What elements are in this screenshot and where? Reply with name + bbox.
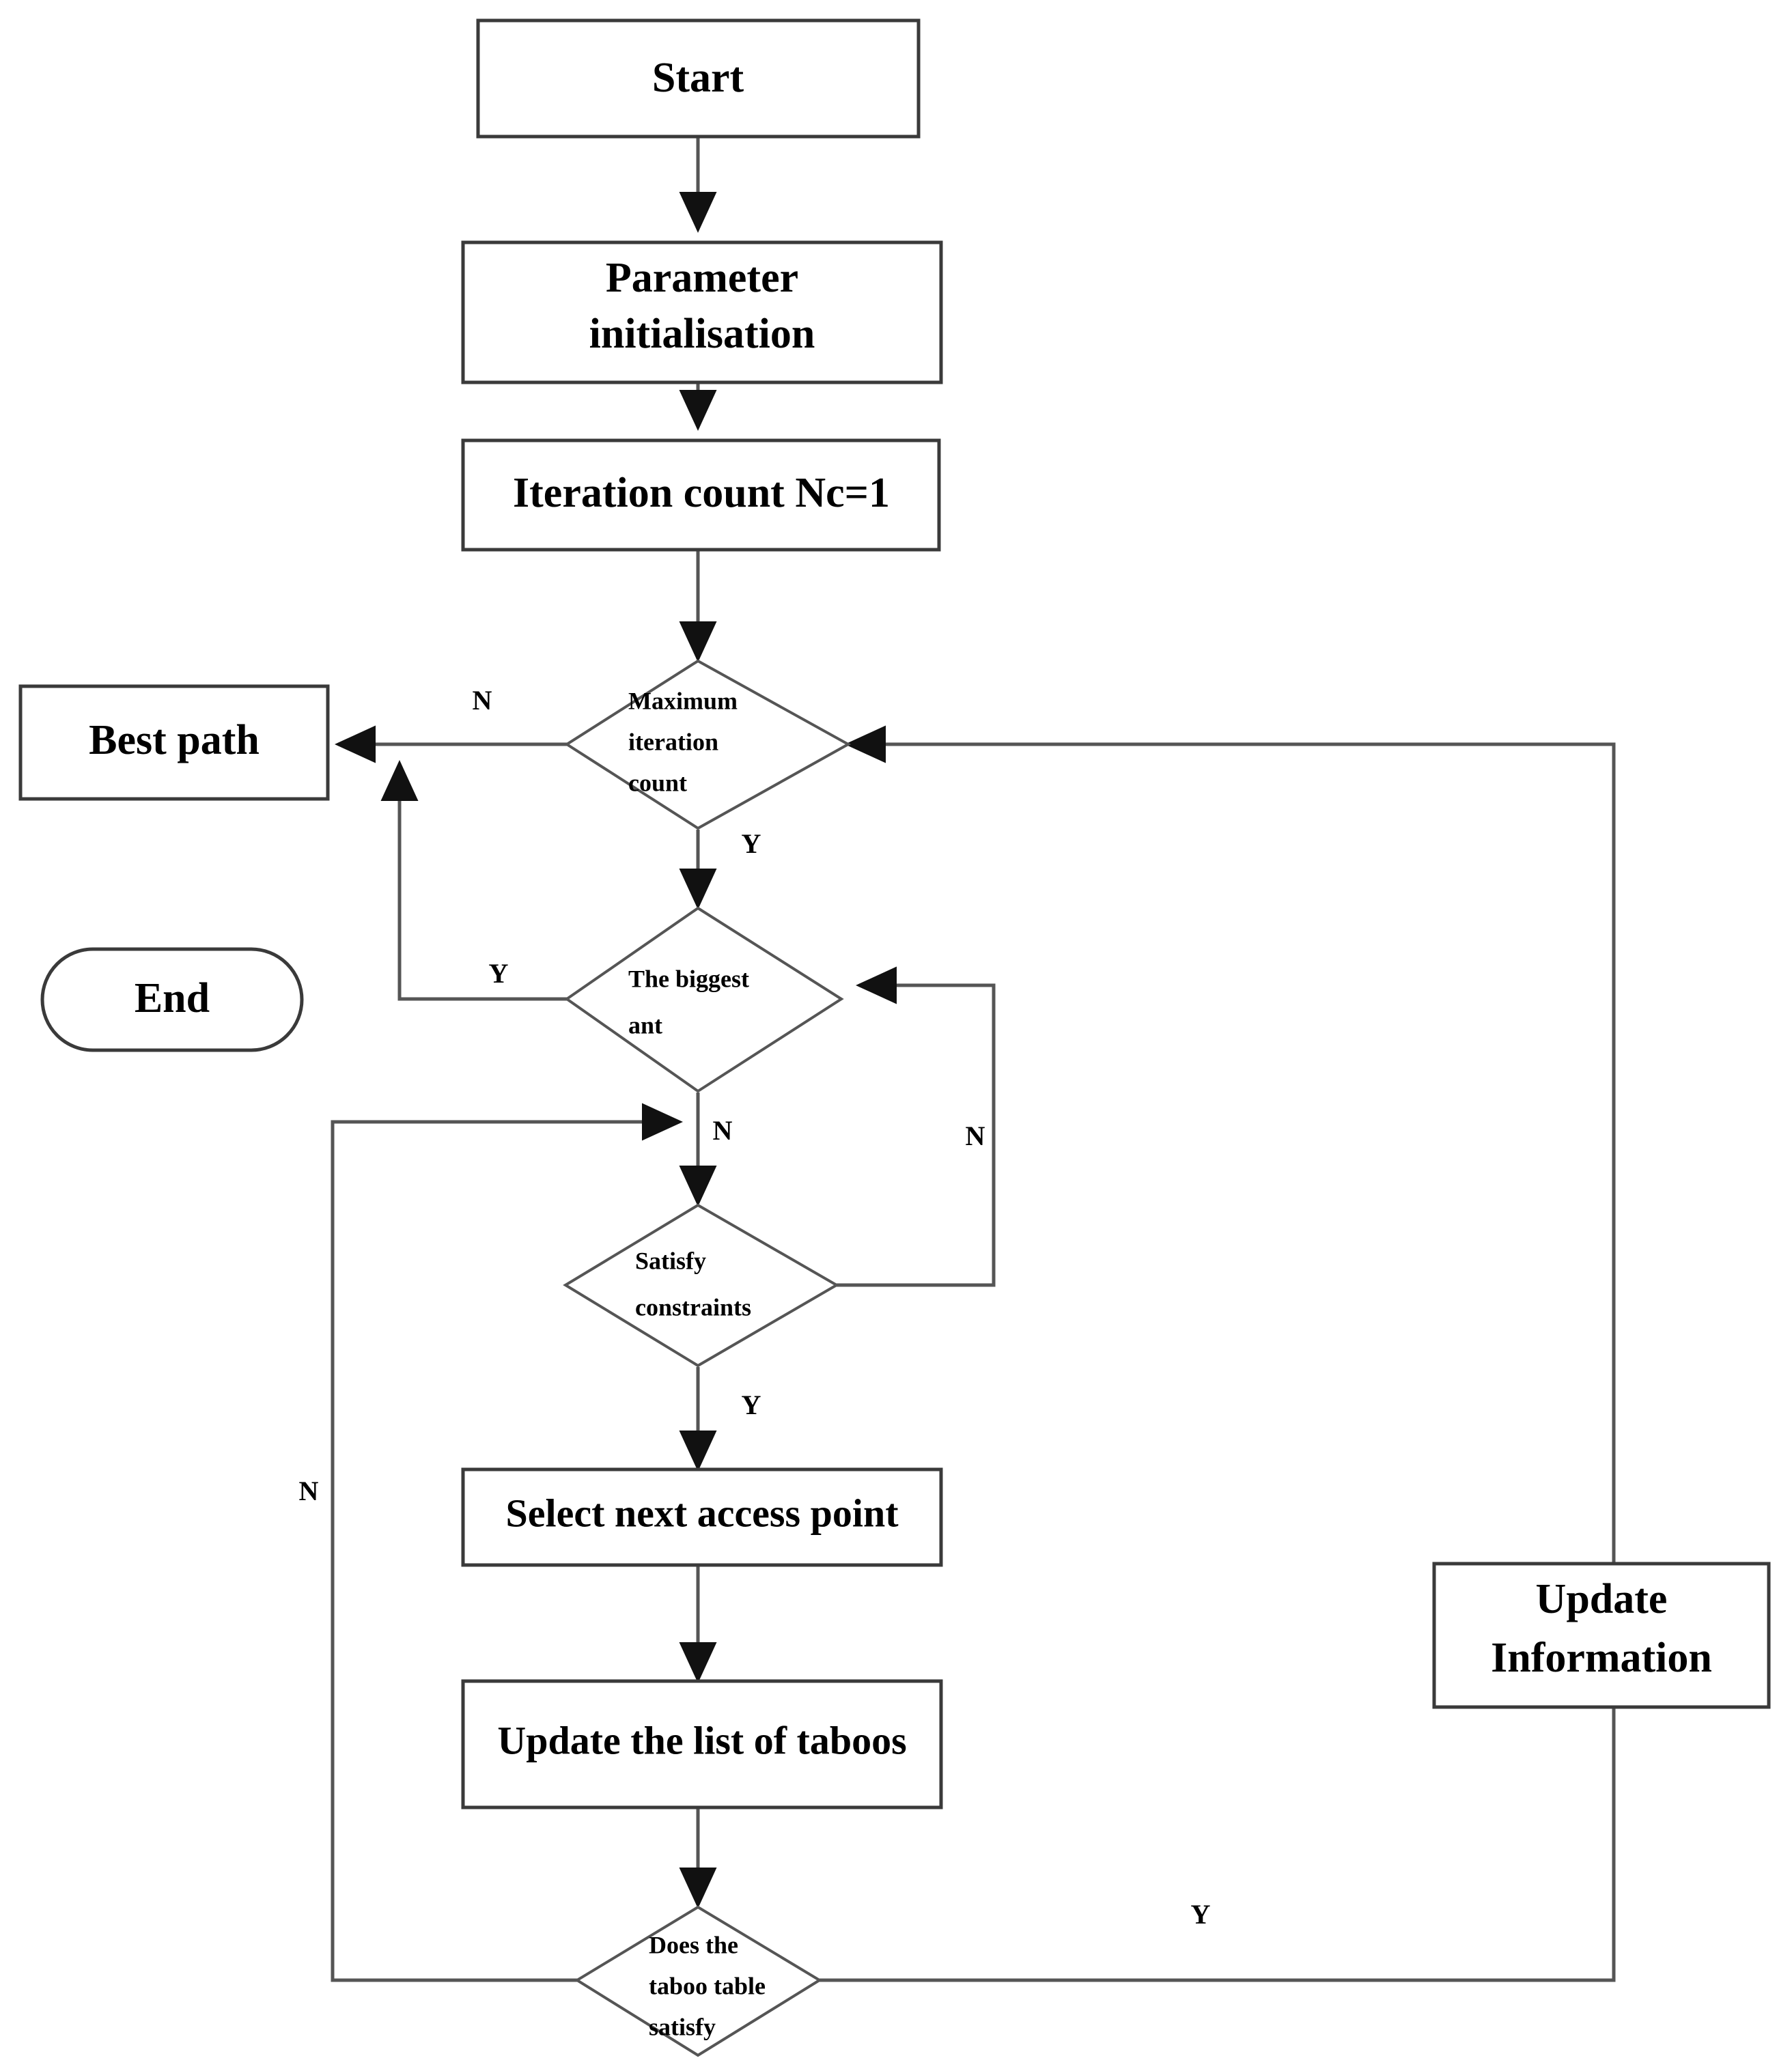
update-information-label-line2: Information — [1491, 1635, 1712, 1681]
node-satisfy-constraints[interactable]: Satisfy constraints — [563, 1203, 839, 1368]
edge-taboosatisfy-yes-to-updateinfo — [820, 1707, 1616, 1982]
edge-biggestant-yes-to-bestpath — [380, 760, 567, 1001]
branch-label-maxiter-yes: Y — [742, 828, 761, 859]
start-box[interactable] — [476, 18, 921, 139]
maximum-iteration-count-diamond[interactable] — [564, 659, 852, 830]
node-start[interactable]: Start — [476, 18, 921, 139]
select-next-access-point-box[interactable] — [461, 1467, 943, 1567]
branch-label-taboo-no: N — [299, 1476, 319, 1506]
branch-label-biggestant-no: N — [713, 1115, 733, 1146]
satisfy-constraints-label-line1: Satisfy — [635, 1247, 706, 1274]
node-maximum-iteration-count[interactable]: Maximum iteration count — [564, 659, 852, 830]
node-best-path[interactable]: Best path — [18, 684, 330, 801]
parameter-initialisation-label-line2: initialisation — [589, 311, 815, 357]
maximum-iteration-count-label-line1: Maximum — [628, 687, 738, 714]
parameter-initialisation-box[interactable] — [461, 240, 943, 384]
branch-label-satisfy-no: N — [966, 1121, 985, 1151]
branch-label-biggestant-yes: Y — [489, 958, 509, 989]
node-update-information[interactable]: Update Information — [1432, 1562, 1771, 1709]
does-the-taboo-table-satisfy-label-line1: Does the — [649, 1931, 738, 1958]
node-the-biggest-ant[interactable]: The biggest ant — [564, 906, 844, 1093]
node-parameter-initialisation[interactable]: Parameter initialisation — [461, 240, 943, 384]
update-the-list-of-taboos-box[interactable] — [461, 1679, 943, 1809]
satisfy-constraints-diamond[interactable] — [563, 1203, 839, 1368]
edge-taboosatisfy-no-to-biggestant — [331, 1103, 683, 1982]
update-information-label-line1: Update — [1536, 1576, 1668, 1622]
does-the-taboo-table-satisfy-label-line2: taboo table — [649, 1972, 766, 1999]
end-box[interactable] — [40, 947, 304, 1052]
maximum-iteration-count-label-line3: count — [628, 769, 687, 796]
branch-label-satisfy-yes: Y — [742, 1390, 761, 1420]
select-next-access-point-label: Select next access point — [505, 1491, 899, 1535]
end-label: End — [135, 975, 210, 1022]
iteration-count-label: Iteration count Nc=1 — [513, 470, 890, 516]
node-iteration-count[interactable]: Iteration count Nc=1 — [461, 438, 941, 552]
parameter-initialisation-label-line1: Parameter — [606, 255, 798, 301]
maximum-iteration-count-label-line2: iteration — [628, 728, 718, 755]
edge-updateinfo-to-maxiter — [845, 725, 1616, 1564]
update-the-list-of-taboos-label: Update the list of taboos — [497, 1718, 906, 1762]
does-the-taboo-table-satisfy-diamond[interactable] — [574, 1905, 822, 2057]
start-label: Start — [652, 55, 744, 101]
branch-label-taboo-yes: Y — [1191, 1899, 1211, 1930]
branch-label-layer: N Y Y N N Y N Y — [299, 685, 1211, 1930]
node-update-the-list-of-taboos[interactable]: Update the list of taboos — [461, 1679, 943, 1809]
best-path-label: Best path — [89, 717, 260, 763]
node-end[interactable]: End — [40, 947, 304, 1052]
edge-satisfy-no-to-biggestant — [837, 966, 996, 1287]
the-biggest-ant-label-line1: The biggest — [628, 965, 749, 992]
best-path-box[interactable] — [18, 684, 330, 801]
node-select-next-access-point[interactable]: Select next access point — [461, 1467, 943, 1567]
connector-layer — [331, 137, 1616, 1982]
the-biggest-ant-diamond[interactable] — [564, 906, 844, 1093]
the-biggest-ant-label-line2: ant — [628, 1011, 662, 1039]
update-information-box[interactable] — [1432, 1562, 1771, 1709]
iteration-count-box[interactable] — [461, 438, 941, 552]
satisfy-constraints-label-line2: constraints — [635, 1293, 751, 1321]
does-the-taboo-table-satisfy-label-line3: satisfy — [649, 2013, 716, 2040]
branch-label-maxiter-no: N — [473, 685, 492, 716]
node-does-the-taboo-table-satisfy[interactable]: Does the taboo table satisfy — [574, 1905, 822, 2057]
